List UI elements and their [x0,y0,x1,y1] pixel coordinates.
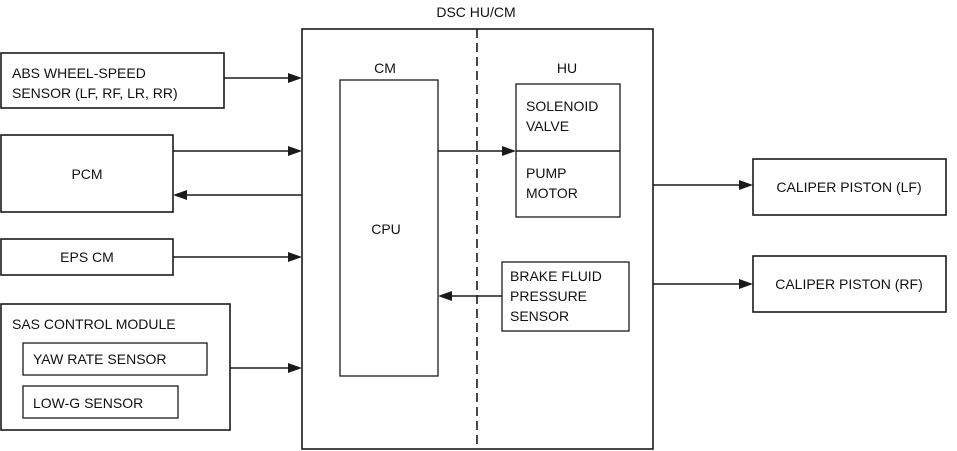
dsc-to-caliper-rf-arrowhead [739,279,753,289]
cpu-box [339,79,439,377]
brake-sensor-to-cpu-arrowhead [438,291,452,301]
yaw-rate-sensor-box [22,342,208,376]
dsc-to-pcm-arrowhead [173,190,187,200]
eps-cm-box [0,238,174,276]
abs-line2: SENSOR (LF, RF, LR, RR) [12,85,178,101]
pcm-box [0,134,174,213]
low-g-sensor-box [22,385,179,419]
pcm-label: PCM [71,166,102,182]
brake-sensor-line3: SENSOR [510,308,569,324]
brake-sensor-line2: PRESSURE [510,288,587,304]
dsc-to-caliper-lf-arrowhead [739,180,753,190]
solenoid-valve-line1: SOLENOID [526,98,598,114]
yaw-rate-sensor-label: YAW RATE SENSOR [33,351,167,367]
low-g-sensor-label: LOW-G SENSOR [33,395,143,411]
caliper-piston-lf-label: CALIPER PISTON (LF) [776,179,921,195]
pump-motor-line2: MOTOR [526,185,578,201]
eps-cm-label: EPS CM [60,249,114,265]
hu-label: HU [557,60,577,76]
diagram-title: DSC HU/CM [436,4,515,20]
abs-wheel-speed-sensor-box [0,52,225,109]
pump-motor-line1: PUMP [526,165,566,181]
abs-line1: ABS WHEEL-SPEED [12,65,146,81]
sas-to-dsc-arrowhead [288,363,302,373]
solenoid-valve-line2: VALVE [526,118,569,134]
caliper-piston-rf-label: CALIPER PISTON (RF) [775,276,923,292]
sas-label: SAS CONTROL MODULE [12,316,176,332]
pcm-to-dsc-arrowhead [288,146,302,156]
caliper-piston-rf-box [752,255,947,313]
caliper-piston-lf-box [752,158,947,216]
abs-to-dsc-arrowhead [288,73,302,83]
brake-sensor-line1: BRAKE FLUID [510,268,602,284]
cpu-to-hu-arrowhead [502,146,516,156]
eps-to-dsc-arrowhead [288,252,302,262]
cm-label: CM [374,60,396,76]
cpu-label: CPU [371,221,401,237]
